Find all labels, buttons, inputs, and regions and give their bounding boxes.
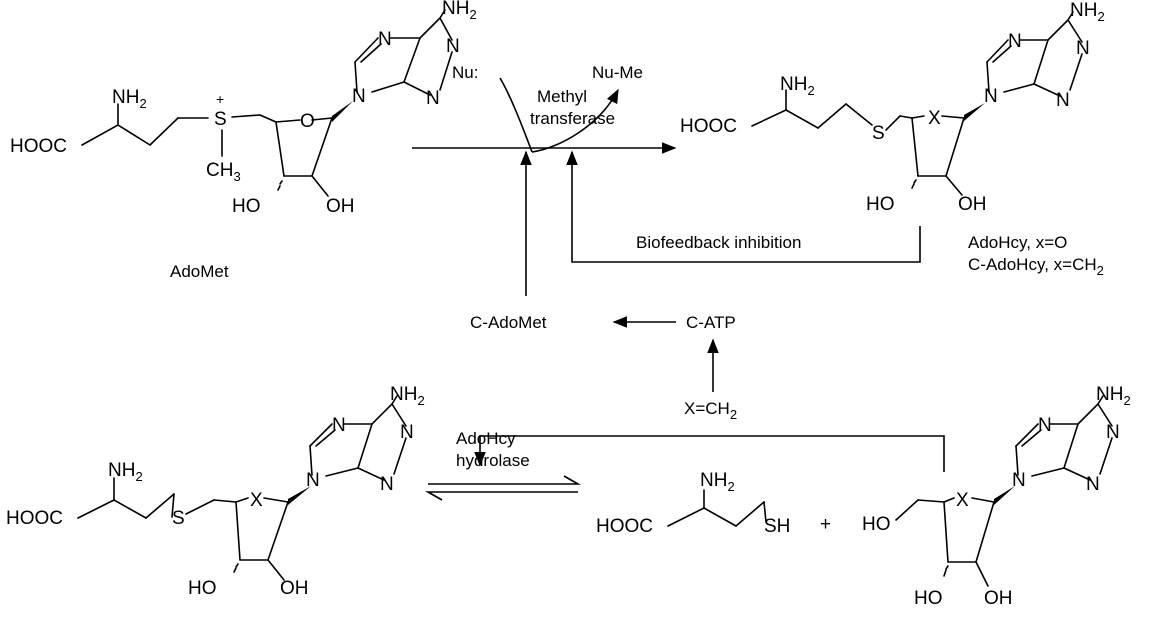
adenosine-n7: N bbox=[1038, 415, 1052, 436]
adenosine-3-hydroxyl: HO bbox=[914, 588, 943, 609]
adohcy-top-3-hydroxyl: HO bbox=[866, 194, 895, 215]
transferase-label: transferase bbox=[530, 109, 615, 128]
equilibrium-forward-arrow bbox=[428, 475, 582, 485]
methyl-transferase-arrows bbox=[412, 77, 921, 296]
adohcy-bottom-n3: N bbox=[380, 474, 394, 495]
adomet-ring-oxygen: O bbox=[300, 111, 315, 132]
c-adohcy-caption: C-AdoHcy, x=CH2 bbox=[968, 255, 1104, 278]
adomet-structure bbox=[81, 9, 453, 197]
adohcy-bottom-n9: N bbox=[306, 470, 320, 491]
methylated-product-curve bbox=[531, 88, 619, 153]
adohcy-top-2-hydroxyl: OH bbox=[958, 194, 987, 215]
adohcy-bottom-ring-x: X bbox=[250, 490, 263, 511]
adomet-nh2: NH2 bbox=[112, 87, 147, 111]
nucleophile-label: Nu: bbox=[452, 63, 478, 82]
adohcy-top-hooc: HOOC bbox=[680, 116, 737, 137]
adohcy-bottom-sulfur: S bbox=[172, 508, 185, 529]
adenosine-n3: N bbox=[1086, 474, 1100, 495]
plus-sign: + bbox=[820, 514, 831, 535]
adohcy-caption: AdoHcy, x=O bbox=[968, 233, 1067, 252]
methylated-nucleophile-label: Nu-Me bbox=[592, 63, 643, 82]
adohcy-top-n7: N bbox=[1008, 31, 1022, 52]
adenosine-n9: N bbox=[1012, 470, 1026, 491]
adohcy-bottom-nh2: NH2 bbox=[108, 460, 143, 484]
biofeedback-label: Biofeedback inhibition bbox=[636, 233, 801, 252]
adenosine-5-hydroxyl: HO bbox=[862, 514, 891, 535]
homocysteine-nh2: NH2 bbox=[700, 470, 735, 494]
adomet-n3: N bbox=[426, 88, 440, 109]
adohcy-bottom-amine: NH2 bbox=[390, 384, 425, 408]
adomet-n9: N bbox=[352, 86, 366, 107]
adohcy-hydrolase-label: AdoHcy bbox=[456, 429, 516, 448]
recycle-arrow bbox=[474, 435, 945, 472]
adohcy-bottom-n7: N bbox=[332, 415, 346, 436]
adomet-methyl: CH3 bbox=[206, 160, 241, 184]
adomet-n7: N bbox=[378, 29, 392, 50]
adohcy-top-ring-x: X bbox=[928, 108, 941, 129]
adohcy-top-amine: NH2 bbox=[1070, 0, 1105, 24]
c-adomet-label: C-AdoMet bbox=[470, 313, 547, 332]
adomet-hooc: HOOC bbox=[10, 136, 67, 157]
biofeedback-arrow bbox=[566, 150, 921, 263]
hydrolase-equilibrium-arrows bbox=[424, 475, 582, 501]
equilibrium-reverse-arrow bbox=[424, 491, 578, 501]
c-atp-label: C-ATP bbox=[686, 313, 736, 332]
adenosine-2-hydroxyl: OH bbox=[984, 588, 1013, 609]
adohcy-top-structure bbox=[751, 11, 1083, 196]
adenosine-amine: NH2 bbox=[1096, 384, 1131, 408]
adohcy-top-n3: N bbox=[1056, 90, 1070, 111]
hydrolase-label: hydrolase bbox=[456, 451, 530, 470]
adohcy-bottom-hooc: HOOC bbox=[6, 508, 63, 529]
adomet-sulfonium-charge: + bbox=[216, 91, 224, 107]
adenosine-structure bbox=[895, 395, 1113, 587]
adohcy-top-n9: N bbox=[984, 86, 998, 107]
adomet-2-hydroxyl: OH bbox=[326, 196, 355, 217]
adohcy-top-nh2: NH2 bbox=[780, 74, 815, 98]
adohcy-bottom-n1: N bbox=[400, 422, 414, 443]
adohcy-bottom-3-hydroxyl: HO bbox=[188, 578, 217, 599]
adomet-label: AdoMet bbox=[170, 262, 229, 281]
nucleophile-curve bbox=[499, 77, 533, 153]
adenosine-n1: N bbox=[1106, 422, 1120, 443]
adomet-3-hydroxyl: HO bbox=[232, 196, 261, 217]
adohcy-top-sulfur: S bbox=[872, 123, 885, 144]
adohcy-bottom-2-hydroxyl: OH bbox=[280, 578, 309, 599]
adohcy-top-n1: N bbox=[1076, 38, 1090, 59]
x-ch2-label: X=CH2 bbox=[684, 399, 737, 422]
adomet-sulfur: S bbox=[214, 109, 227, 130]
adomet-n1: N bbox=[446, 36, 460, 57]
homocysteine-hooc: HOOC bbox=[596, 516, 653, 537]
homocysteine-structure bbox=[667, 489, 767, 527]
homocysteine-thiol: SH bbox=[764, 516, 790, 537]
adenosine-ring-x: X bbox=[956, 490, 969, 511]
methyl-label: Methyl bbox=[537, 87, 587, 106]
adohcy-bottom-structure bbox=[77, 395, 407, 581]
adomet-amine: NH2 bbox=[442, 0, 477, 22]
